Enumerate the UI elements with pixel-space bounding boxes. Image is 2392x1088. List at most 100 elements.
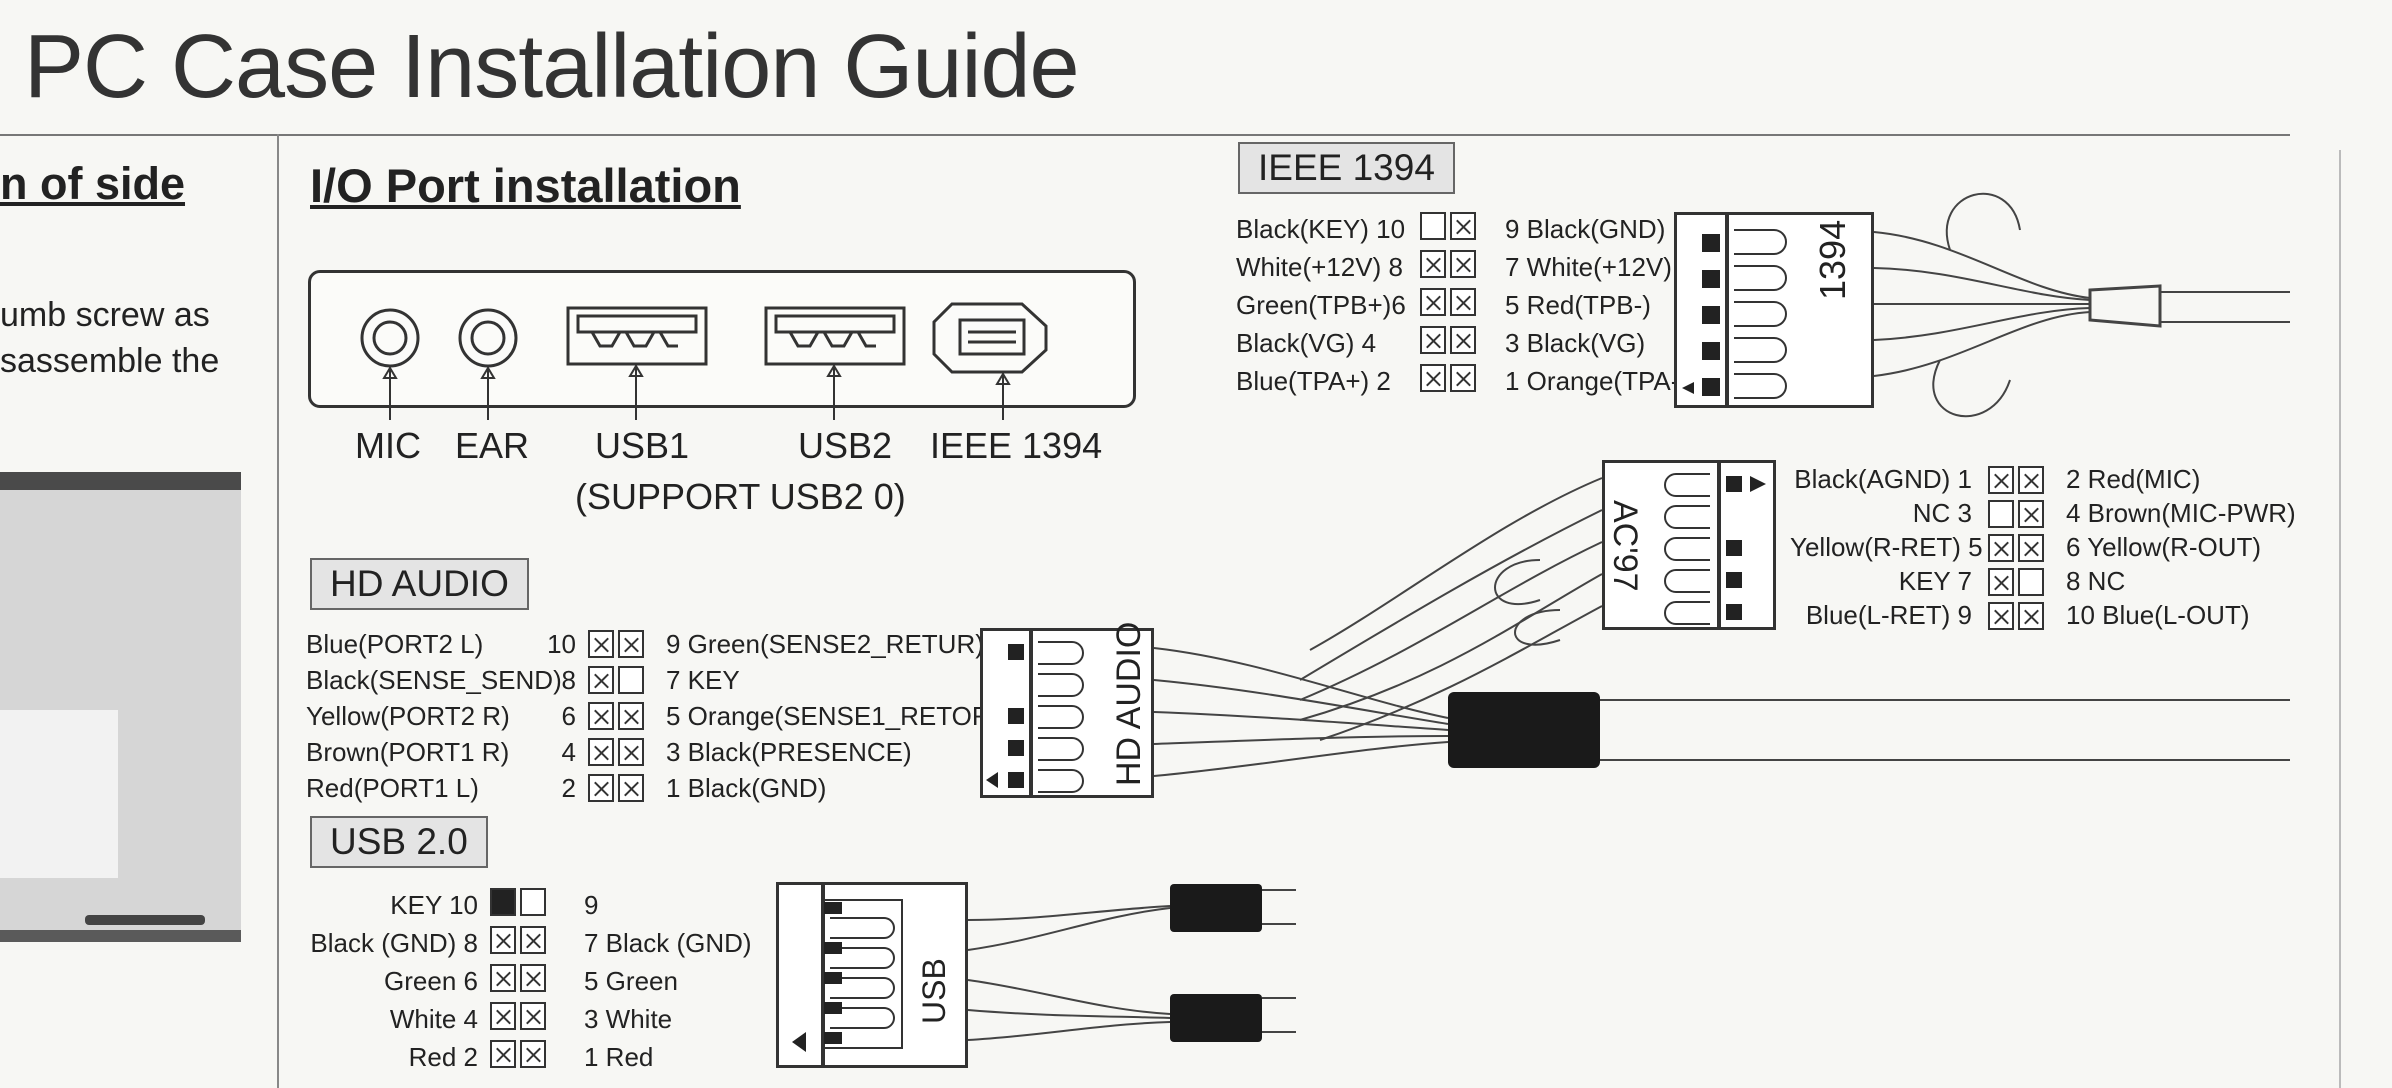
left-section-text: umb screw as sassemble the bbox=[0, 292, 219, 384]
pin-cell bbox=[1988, 568, 2014, 596]
mic-jack-icon bbox=[360, 308, 420, 368]
pin-cell bbox=[1988, 602, 2014, 630]
ieee1394-pin-6: Green(TPB+)6 bbox=[1236, 290, 1406, 320]
left-section-heading: n of side bbox=[0, 158, 186, 209]
case-base bbox=[0, 930, 241, 942]
usb20-right-pins: 9 7 Black (GND) 5 Green 3 White 1 Red bbox=[584, 886, 752, 1076]
pin-cell bbox=[618, 738, 644, 766]
pin-cell bbox=[520, 964, 546, 992]
port-label-mic: MIC bbox=[355, 425, 421, 466]
ac97-right-pins: 2 Red(MIC) 4 Brown(MIC-PWR) 6 Yellow(R-O… bbox=[2066, 462, 2296, 632]
pin-cell bbox=[1988, 500, 2014, 528]
ac97-pin-4: 4 Brown(MIC-PWR) bbox=[2066, 498, 2296, 528]
ear-jack-icon bbox=[458, 308, 518, 368]
hd-audio-pin-4: 4 bbox=[561, 737, 576, 767]
usb20-label: USB 2.0 bbox=[310, 816, 488, 868]
ieee1394-pin-1: 1 Orange(TPA-) bbox=[1505, 366, 1689, 396]
hd-audio-pin-7: 7 KEY bbox=[666, 665, 740, 695]
pin-cell bbox=[520, 1040, 546, 1068]
port-label-usb2: USB2 bbox=[798, 425, 893, 466]
pin-cell bbox=[1420, 364, 1446, 392]
hd-audio-left-names: Blue(PORT2 L) Black(SENSE_SEND) Yellow(P… bbox=[306, 626, 562, 806]
left-text-line-2: sassemble the bbox=[0, 342, 220, 380]
ac97-pin-10: 10 Blue(L-OUT) bbox=[2066, 600, 2250, 630]
ieee1394-pin-9: 9 Black(GND) bbox=[1505, 214, 1666, 244]
pin-cell bbox=[490, 926, 516, 954]
pin-cell bbox=[520, 926, 546, 954]
case-panel-cutout bbox=[0, 710, 118, 878]
usb20-pin-4: White 4 bbox=[389, 1004, 478, 1034]
pin-cell bbox=[1450, 250, 1476, 278]
ac97-pin-1: Black(AGND) 1 bbox=[1794, 464, 1972, 494]
pin-cell bbox=[2018, 568, 2044, 596]
column-divider bbox=[277, 134, 279, 1088]
pin-cell bbox=[588, 774, 614, 802]
usb-plug-upper bbox=[1170, 884, 1262, 932]
pin-cell bbox=[588, 630, 614, 658]
pin-cell bbox=[1988, 534, 2014, 562]
pin-cell bbox=[1420, 288, 1446, 316]
pin-cell bbox=[618, 702, 644, 730]
pin-cell bbox=[588, 666, 614, 694]
ieee1394-pin-8: White(+12V) 8 bbox=[1236, 252, 1403, 282]
ac97-pin-6: 6 Yellow(R-OUT) bbox=[2066, 532, 2262, 562]
ieee1394-pin-4: Black(VG) 4 bbox=[1236, 328, 1377, 358]
hd-audio-pin-2: 2 bbox=[561, 773, 576, 803]
hd-audio-connector-slots bbox=[986, 628, 1084, 798]
ieee1394-connector-slots bbox=[1682, 212, 1787, 408]
ieee1394-pin-grid bbox=[1420, 212, 1476, 392]
ieee1394-label: IEEE 1394 bbox=[1238, 142, 1455, 194]
cable-ferrite-bundle bbox=[1448, 692, 1600, 768]
hd-audio-pin-2-name: Red(PORT1 L) bbox=[306, 773, 479, 803]
pin-cell bbox=[1450, 364, 1476, 392]
pin-cell bbox=[1420, 250, 1446, 278]
ac97-pin-3: NC 3 bbox=[1912, 498, 1972, 528]
hd-audio-left-nums: 10 8 6 4 2 bbox=[540, 626, 576, 806]
usb20-pin-grid bbox=[490, 888, 546, 1068]
case-side-photo bbox=[0, 472, 241, 942]
ieee1394-right-pins: 9 Black(GND) 7 White(+12V) 5 Red(TPB-) 3… bbox=[1505, 210, 1688, 400]
pin-cell bbox=[618, 774, 644, 802]
ieee1394-pin-2: Blue(TPA+) 2 bbox=[1236, 366, 1391, 396]
usb-support-note: (SUPPORT USB2 0) bbox=[575, 476, 906, 517]
usb20-pin-1: 1 Red bbox=[584, 1042, 654, 1072]
hd-audio-pin-grid bbox=[588, 630, 644, 802]
usb-plug-lower bbox=[1170, 994, 1262, 1042]
pin-cell bbox=[490, 1040, 516, 1068]
pin-cell bbox=[588, 702, 614, 730]
usb20-pin-7: 7 Black (GND) bbox=[584, 928, 752, 958]
hd-audio-pin-6-name: Yellow(PORT2 R) bbox=[306, 701, 510, 731]
ac97-pin-2: 2 Red(MIC) bbox=[2066, 464, 2201, 494]
pin-cell bbox=[520, 1002, 546, 1030]
ieee1394-pin-3: 3 Black(VG) bbox=[1505, 328, 1646, 358]
case-slot bbox=[85, 915, 205, 925]
pin-cell bbox=[2018, 500, 2044, 528]
port-label-ear: EAR bbox=[455, 425, 530, 466]
ieee1394-port-icon bbox=[932, 302, 1048, 374]
usb20-pin-9: 9 bbox=[584, 890, 599, 920]
hd-audio-pin-10-name: Blue(PORT2 L) bbox=[306, 629, 484, 659]
pin-cell bbox=[2018, 602, 2044, 630]
usb20-pin-3: 3 White bbox=[584, 1004, 673, 1034]
hd-audio-pin-5: 5 Orange(SENSE1_RETOR) bbox=[666, 701, 1000, 731]
ieee1394-pin-5: 5 Red(TPB-) bbox=[1505, 290, 1651, 320]
ac97-pin-5: Yellow(R-RET) 5 bbox=[1790, 532, 1983, 562]
io-port-heading: I/O Port installation bbox=[310, 159, 741, 212]
pin-cell bbox=[618, 666, 644, 694]
port-label-ieee1394: IEEE 1394 bbox=[930, 425, 1103, 466]
hd-audio-pin-10: 10 bbox=[547, 629, 576, 659]
usb20-pin-10: KEY 10 bbox=[390, 890, 478, 920]
ieee1394-left-pins: Black(KEY) 10 White(+12V) 8 Green(TPB+)6… bbox=[1236, 210, 1416, 400]
usb20-connector-slots bbox=[792, 882, 903, 1068]
port-label-usb1: USB1 bbox=[595, 425, 690, 466]
hd-audio-pin-4-name: Brown(PORT1 R) bbox=[306, 737, 510, 767]
ieee1394-pin-7: 7 White(+12V) bbox=[1505, 252, 1672, 282]
ac97-pin-9: Blue(L-RET) 9 bbox=[1805, 600, 1972, 630]
pin-cell bbox=[2018, 466, 2044, 494]
pin-cell bbox=[490, 1002, 516, 1030]
hd-audio-pin-6: 6 bbox=[561, 701, 576, 731]
usb20-pin-6: Green 6 bbox=[384, 966, 478, 996]
hd-audio-pin-8-name: Black(SENSE_SEND) bbox=[306, 665, 562, 695]
ieee1394-pin-10: Black(KEY) 10 bbox=[1236, 214, 1406, 244]
page-title: PC Case Installation Guide bbox=[24, 17, 1080, 117]
